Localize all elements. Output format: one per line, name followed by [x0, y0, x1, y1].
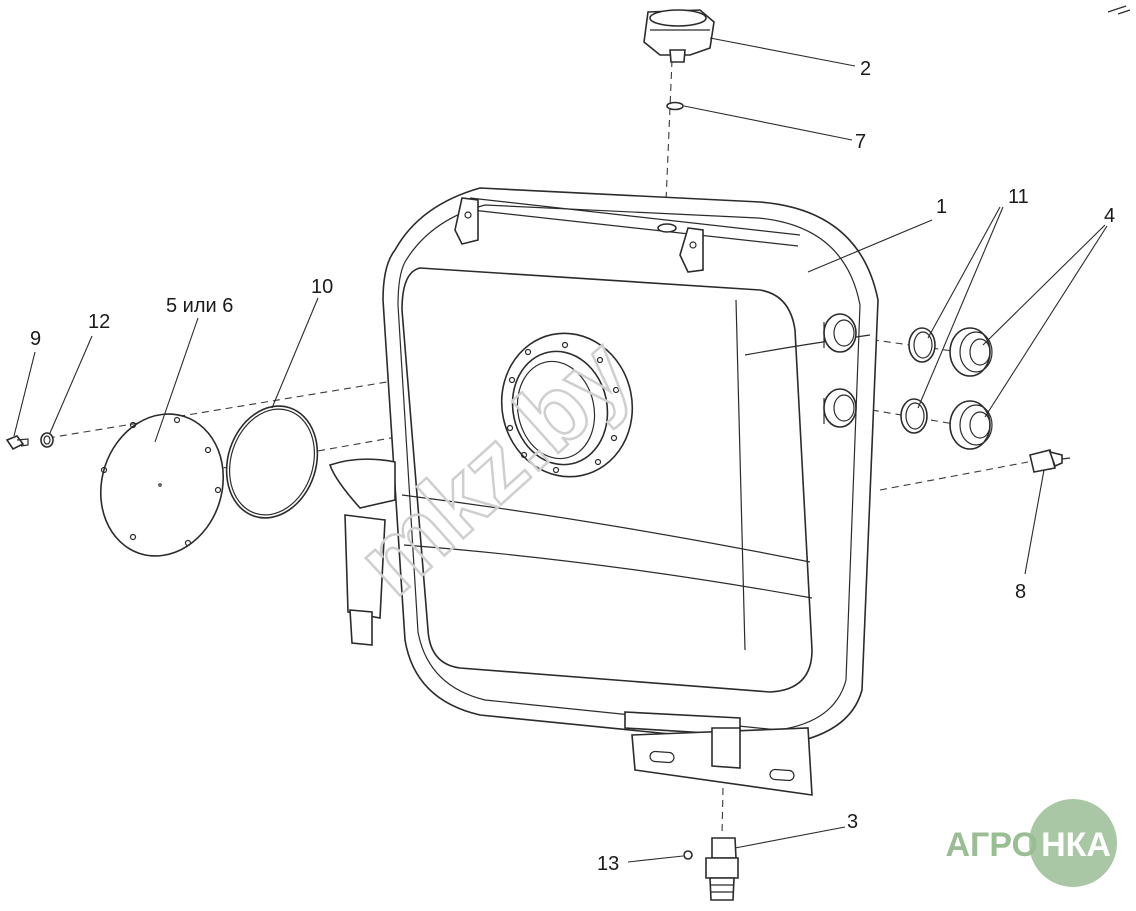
plugs-part-4 [949, 327, 993, 450]
leader-lines [13, 37, 1108, 863]
callout-12: 12 [88, 311, 110, 333]
cover-plate-part-5-or-6 [99, 413, 225, 557]
callout-4: 4 [1104, 205, 1115, 227]
agronka-logo: АГРО НКА [945, 799, 1117, 887]
filler-cap-part-2 [643, 9, 715, 63]
fuel-tank-part-1 [328, 187, 879, 796]
sensor-part-8 [1029, 449, 1071, 473]
washer-part-12 [40, 432, 54, 448]
logo-text-right: НКА [1041, 826, 1111, 864]
gasket-part-10 [225, 405, 319, 519]
callout-5-or-6: 5 или 6 [166, 295, 233, 317]
flange-bolt-holes [506, 341, 620, 474]
bolt-part-9 [5, 435, 29, 451]
corner-mark-icon [1107, 5, 1131, 15]
callout-3: 3 [847, 811, 858, 833]
callout-2: 2 [860, 58, 871, 80]
logo-circle-icon [1029, 799, 1117, 887]
callout-labels: 1 2 3 4 5 или 6 7 8 9 10 11 12 13 [30, 58, 1115, 875]
ball-part-13 [683, 850, 693, 860]
washer-part-7 [666, 101, 684, 111]
drain-fitting-part-3 [705, 837, 739, 901]
callout-7: 7 [855, 131, 866, 153]
callout-13: 13 [597, 853, 619, 875]
callout-9: 9 [30, 328, 41, 350]
callout-11: 11 [1008, 186, 1029, 208]
logo-text-left: АГРО [945, 826, 1038, 864]
callout-8: 8 [1015, 581, 1026, 603]
callout-10: 10 [311, 276, 333, 298]
callout-1: 1 [936, 196, 947, 218]
